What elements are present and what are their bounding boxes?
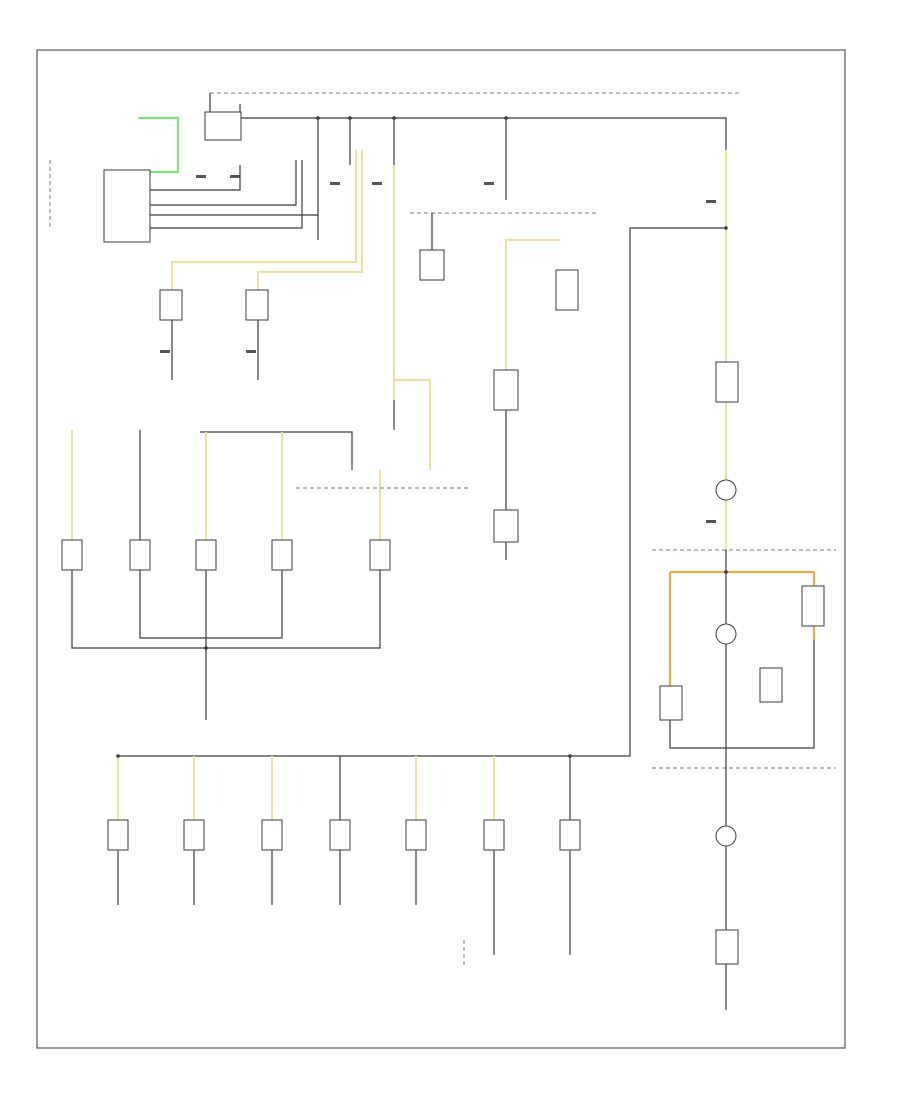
relay-a <box>419 249 445 281</box>
row2-grounds <box>117 850 571 955</box>
center-yellow <box>504 238 560 380</box>
right-lamp-3 <box>715 825 737 847</box>
connector-blocks <box>160 175 716 523</box>
top-power-bus <box>209 93 727 150</box>
row1-top-bus <box>200 431 353 470</box>
row1-switches <box>61 539 391 571</box>
right-relay <box>759 667 783 703</box>
right-switch <box>801 585 825 627</box>
right-lamp-1 <box>715 479 737 501</box>
row1-ground-bus <box>71 570 381 720</box>
diagram-frame <box>36 49 846 1049</box>
left-module-wires <box>150 160 318 229</box>
right-orange-loop <box>668 570 816 700</box>
green-wire <box>108 116 180 174</box>
row2-switches <box>107 819 581 851</box>
right-lamp-2 <box>715 623 737 645</box>
right-component-2 <box>715 929 739 965</box>
center-component-2 <box>493 509 519 543</box>
junction-nodes <box>116 116 728 758</box>
switch-2 <box>245 289 269 380</box>
row2-wires <box>116 756 571 820</box>
bottom-bus <box>118 227 726 757</box>
mid-yellow-trunk <box>392 165 432 470</box>
switch-1 <box>159 289 183 380</box>
fuse-block <box>204 111 242 141</box>
center-component-1 <box>493 369 519 411</box>
right-box-ground <box>669 640 815 749</box>
left-module <box>103 169 151 243</box>
row1-wires <box>70 430 382 540</box>
right-component-1 <box>715 361 739 403</box>
yellow-feed-2 <box>256 150 364 290</box>
yellow-feed-1 <box>170 150 358 290</box>
right-box-component <box>659 685 683 721</box>
relay-b <box>555 269 579 311</box>
